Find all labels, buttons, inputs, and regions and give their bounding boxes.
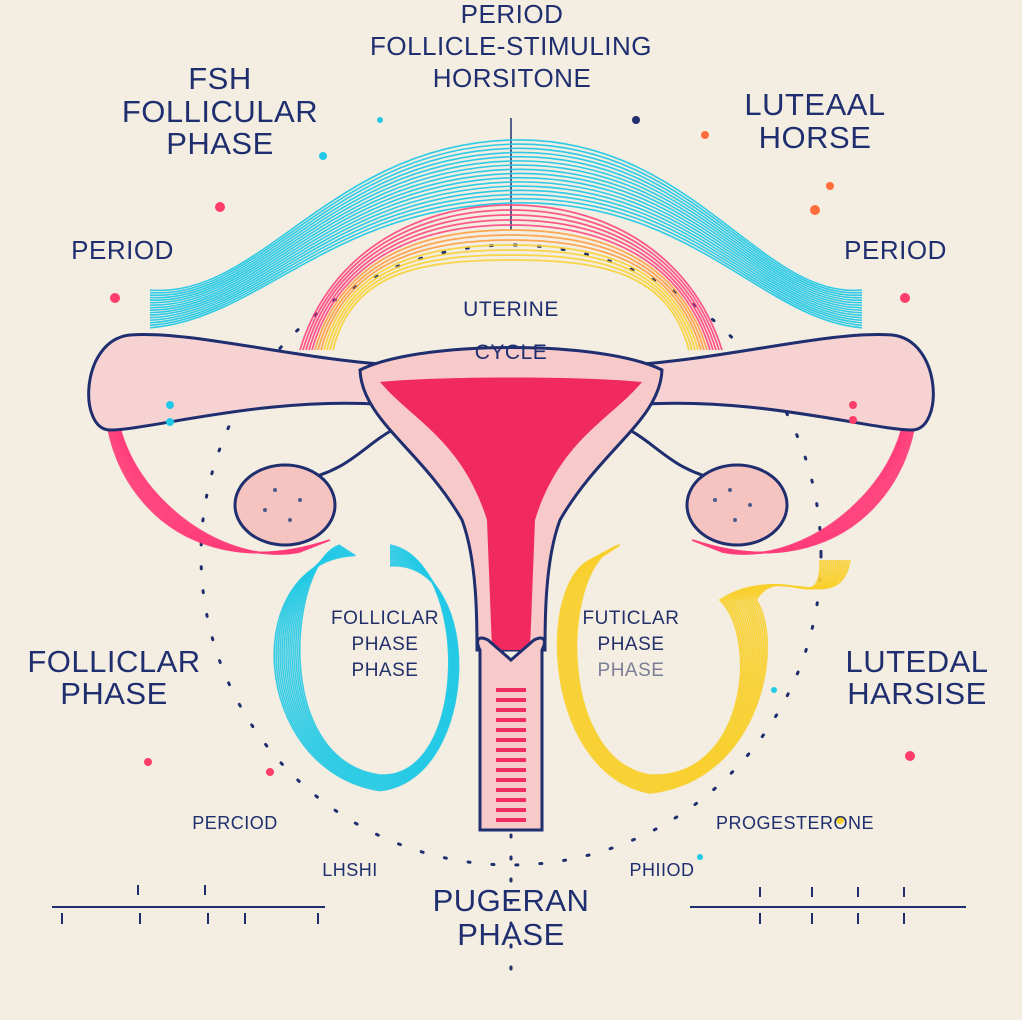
follicular-phase-left-label: FOLLICLAR xyxy=(27,644,201,679)
stripe-line xyxy=(302,209,720,351)
phiiod-label: PHIIOD xyxy=(629,860,695,880)
stripe-line xyxy=(149,176,863,314)
title-follicle-stimulating: FOLLICLE-STIMULING xyxy=(369,31,653,61)
stripe-line xyxy=(149,168,863,309)
stripe-line xyxy=(320,239,702,351)
stripe-line xyxy=(149,193,863,324)
right-timeline xyxy=(690,887,966,924)
progesterone-label: PROGESTERONE xyxy=(715,813,875,833)
stripe-line xyxy=(149,197,863,327)
follicular-loop xyxy=(273,544,460,792)
fsh-follicular-label: FOLLICULAR xyxy=(121,94,319,129)
stripe-line xyxy=(149,172,863,311)
stripe-line xyxy=(299,204,723,351)
luteal-right-sublabel: HARSISE xyxy=(847,676,987,711)
left-fallopian-tube xyxy=(87,332,396,432)
inner-left-label-1: FOLLICLAR xyxy=(331,608,439,629)
stripe-line xyxy=(149,164,863,306)
stripe-line xyxy=(332,259,690,351)
stripe-line xyxy=(149,202,863,329)
stripe-line xyxy=(308,219,714,351)
luteal-top-label: LUTEAAL xyxy=(744,87,886,122)
right-ovary xyxy=(685,463,789,547)
stripe-line xyxy=(149,160,863,304)
title-period: PERIOD xyxy=(460,0,564,29)
stripe-line xyxy=(326,249,696,351)
cervical-canal xyxy=(496,688,526,822)
follicular-phase-left-phase: PHASE xyxy=(60,676,168,711)
stripe-line xyxy=(149,139,863,292)
luteal-right-label: LUTEDAL xyxy=(845,644,989,679)
stripe-line xyxy=(273,554,460,792)
cervix xyxy=(476,636,546,832)
inner-left-label-3: PHASE xyxy=(351,660,419,681)
stripe-line xyxy=(149,155,863,301)
warm-hormone-arc xyxy=(299,204,723,351)
cycle-label: CYCLE xyxy=(474,341,548,364)
title-hormone: HORSITONE xyxy=(432,63,592,93)
fsh-label: FSH xyxy=(188,61,252,96)
stripe-line xyxy=(149,151,863,299)
bottom-phase-subtitle: PHASE xyxy=(457,917,565,952)
stripe-line xyxy=(556,556,821,794)
confetti-dots xyxy=(110,116,915,860)
inner-left-label-2: PHASE xyxy=(351,634,419,655)
fsh-phase-label: PHASE xyxy=(166,126,274,161)
inner-right-label-1: FUTICLAR xyxy=(582,608,680,629)
stripe-line xyxy=(149,189,863,322)
bottom-phase-title: PUGERAN xyxy=(432,883,590,918)
uterine-cavity xyxy=(380,377,642,650)
stripe-line xyxy=(149,143,863,294)
horse-top-label: HORSE xyxy=(758,120,872,155)
lhsh-label: LHSHI xyxy=(322,860,378,880)
stripe-line xyxy=(329,254,693,351)
stripe-line xyxy=(149,181,863,316)
stripe-line xyxy=(149,147,863,296)
stripe-line xyxy=(323,244,699,351)
period-left-label: PERIOD xyxy=(71,235,174,265)
uterine-label: UTERINE xyxy=(463,298,559,321)
stripe-line xyxy=(149,185,863,319)
ovary-follicle-dots xyxy=(263,488,752,522)
left-ovary xyxy=(233,463,337,547)
right-fallopian-tube xyxy=(626,332,935,432)
stripe-line xyxy=(311,224,711,351)
left-timeline xyxy=(52,885,325,924)
period-bottom-left-label: PERCIOD xyxy=(192,813,278,833)
stripe-line xyxy=(314,229,708,351)
stripe-line xyxy=(317,234,705,351)
cycle-ring xyxy=(199,243,823,867)
cyan-hormone-arc xyxy=(149,139,863,329)
period-right-label: PERIOD xyxy=(844,235,947,265)
inner-right-label-3: PHASE xyxy=(597,660,665,681)
luteal-loop xyxy=(556,544,851,794)
stripe-line xyxy=(305,214,717,351)
inner-right-label-2: PHASE xyxy=(597,634,665,655)
